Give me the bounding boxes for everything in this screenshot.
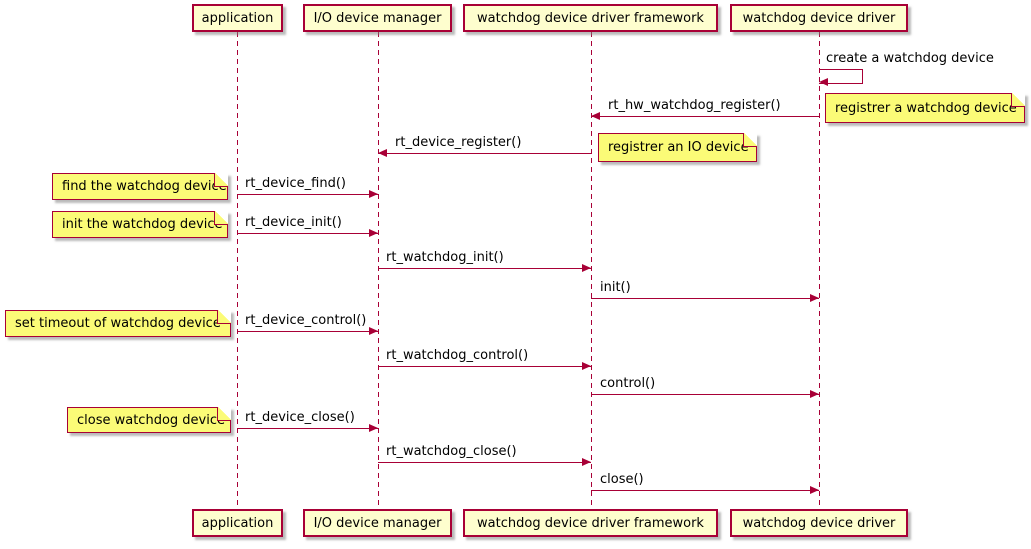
note-text: registrer an IO device bbox=[608, 140, 749, 155]
participant-bottom-application: application bbox=[192, 509, 283, 537]
self-message-arrow bbox=[819, 69, 863, 84]
arrowhead-right-icon bbox=[810, 390, 819, 398]
arrowhead-right-icon bbox=[810, 294, 819, 302]
message-label-rt-device-find: rt_device_find() bbox=[245, 176, 346, 191]
note-close-watchdog-device: close watchdog device bbox=[67, 407, 231, 433]
arrowhead-right-icon bbox=[369, 229, 378, 237]
lifeline-application bbox=[237, 32, 238, 509]
arrowhead-left-icon bbox=[378, 149, 387, 157]
participant-bottom-io-device-manager: I/O device manager bbox=[303, 509, 452, 537]
arrowhead-left-icon bbox=[591, 112, 600, 120]
note-fold-corner-icon bbox=[1011, 93, 1025, 107]
message-label-control: control() bbox=[600, 376, 656, 391]
arrowhead-right-icon bbox=[369, 190, 378, 198]
lifeline-watchdog-device-driver bbox=[819, 32, 820, 509]
message-line bbox=[591, 298, 819, 299]
message-line bbox=[591, 116, 819, 117]
message-line bbox=[237, 428, 378, 429]
note-registrer-an-io-device: registrer an IO device bbox=[598, 133, 757, 162]
message-label-rt-watchdog-control: rt_watchdog_control() bbox=[386, 348, 529, 363]
message-line bbox=[378, 462, 591, 463]
note-find-the-watchdog-device: find the watchdog device bbox=[52, 173, 228, 200]
note-fold-corner-icon bbox=[214, 211, 228, 225]
message-line bbox=[237, 194, 378, 195]
note-text: set timeout of watchdog device bbox=[15, 316, 221, 331]
message-label-close: close() bbox=[600, 472, 644, 487]
lifeline-io-device-manager bbox=[378, 32, 379, 509]
arrowhead-right-icon bbox=[369, 327, 378, 335]
arrowhead-right-icon bbox=[582, 362, 591, 370]
participant-top-watchdog-driver: watchdog device driver bbox=[730, 4, 908, 32]
note-registrer-a-watchdog-device: registrer a watchdog device bbox=[825, 93, 1025, 123]
arrowhead-left-icon bbox=[819, 78, 828, 86]
message-line bbox=[378, 366, 591, 367]
message-line bbox=[591, 490, 819, 491]
note-fold-corner-icon bbox=[217, 310, 231, 324]
message-label-rt-watchdog-close: rt_watchdog_close() bbox=[386, 444, 517, 459]
message-label-init: init() bbox=[600, 280, 631, 295]
participant-top-io-device-manager: I/O device manager bbox=[303, 4, 452, 32]
message-label-rt-device-init: rt_device_init() bbox=[245, 215, 342, 230]
note-text: close watchdog device bbox=[77, 412, 225, 428]
message-label-rt-watchdog-init: rt_watchdog_init() bbox=[386, 250, 504, 265]
note-fold-corner-icon bbox=[214, 173, 228, 187]
message-line bbox=[237, 331, 378, 332]
note-fold-corner-icon bbox=[217, 407, 231, 421]
participant-bottom-watchdog-framework: watchdog device driver framework bbox=[463, 509, 718, 537]
participant-top-application: application bbox=[192, 4, 283, 32]
note-set-timeout-of-watchdog-device: set timeout of watchdog device bbox=[5, 310, 231, 337]
note-fold-corner-icon bbox=[743, 133, 757, 147]
arrowhead-right-icon bbox=[582, 458, 591, 466]
note-text: init the watchdog device bbox=[62, 217, 223, 232]
message-label-rt-device-close: rt_device_close() bbox=[245, 410, 355, 425]
note-text: registrer a watchdog device bbox=[835, 100, 1017, 116]
participant-top-watchdog-framework: watchdog device driver framework bbox=[463, 4, 718, 32]
note-text: find the watchdog device bbox=[62, 179, 227, 194]
message-label-create-watchdog-device: create a watchdog device bbox=[826, 51, 994, 66]
message-label-rt-device-register: rt_device_register() bbox=[395, 135, 522, 150]
message-line bbox=[237, 233, 378, 234]
message-line bbox=[378, 153, 591, 154]
arrowhead-right-icon bbox=[582, 264, 591, 272]
message-label-rt-hw-watchdog-register: rt_hw_watchdog_register() bbox=[608, 98, 781, 113]
note-init-the-watchdog-device: init the watchdog device bbox=[52, 211, 228, 238]
message-line bbox=[591, 394, 819, 395]
lifeline-watchdog-device-driver-framework bbox=[591, 32, 592, 509]
arrowhead-right-icon bbox=[810, 486, 819, 494]
message-label-rt-device-control: rt_device_control() bbox=[245, 313, 367, 328]
message-line bbox=[378, 268, 591, 269]
participant-bottom-watchdog-driver: watchdog device driver bbox=[730, 509, 908, 537]
arrowhead-right-icon bbox=[369, 424, 378, 432]
